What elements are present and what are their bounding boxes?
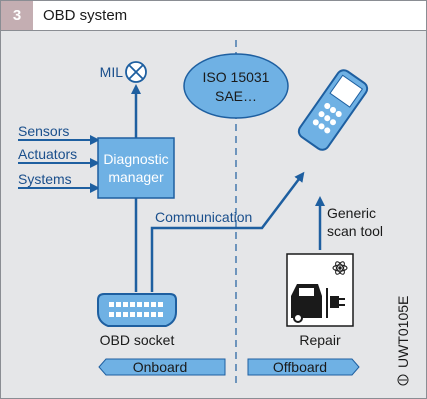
standards-label-line1: ISO 15031 xyxy=(203,69,270,85)
onboard-banner xyxy=(98,358,226,376)
mil-label: MIL xyxy=(100,64,124,80)
repair-label: Repair xyxy=(299,332,341,348)
copyright-icon xyxy=(397,374,409,386)
figure-number: 3 xyxy=(1,1,33,30)
onboard-label: Onboard xyxy=(133,359,187,375)
systems-label: Systems xyxy=(18,171,72,187)
figure-code: UWT0105E xyxy=(395,296,411,368)
communication-line xyxy=(150,171,305,292)
lamp-icon xyxy=(125,61,147,83)
scan-tool-label-line1: Generic xyxy=(327,205,376,221)
standards-label-line2: SAE… xyxy=(215,88,257,104)
scan-tool-label-line2: scan tool xyxy=(327,223,383,239)
communication-label: Communication xyxy=(155,209,252,225)
standards-ellipse xyxy=(183,53,289,119)
figure-header: 3 OBD system xyxy=(1,1,426,31)
diagnostic-manager-line2: manager xyxy=(108,169,164,185)
input-arrows xyxy=(18,135,100,193)
sensors-label: Sensors xyxy=(18,123,69,139)
figure-title: OBD system xyxy=(43,7,128,24)
diagnostic-manager-box xyxy=(97,137,175,199)
actuators-label: Actuators xyxy=(18,146,77,162)
repair-shop-icon xyxy=(286,253,354,327)
diagnostic-manager-line1: Diagnostic xyxy=(103,151,168,167)
obd-socket-label: OBD socket xyxy=(100,332,175,348)
offboard-banner xyxy=(247,358,360,376)
scan-tool-icon xyxy=(297,69,369,151)
offboard-label: Offboard xyxy=(273,359,327,375)
obd-socket-icon xyxy=(97,293,177,327)
